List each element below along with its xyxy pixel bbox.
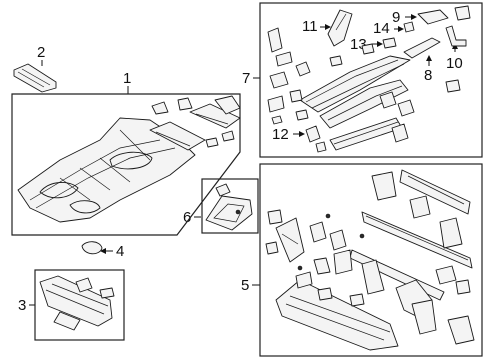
callout-6: 6 — [183, 209, 191, 226]
part-3-member — [39, 275, 115, 331]
callout-12: 12 — [272, 126, 289, 143]
callout-9: 9 — [392, 9, 400, 26]
callout-14: 14 — [373, 20, 390, 37]
callout-4: 4 — [116, 243, 124, 260]
part-2-rail — [13, 63, 57, 93]
callout-5: 5 — [241, 277, 249, 294]
callout-11: 11 — [302, 18, 318, 35]
group-7-parts — [267, 5, 471, 153]
group-7-frame — [259, 2, 483, 158]
callout-3: 3 — [18, 297, 26, 314]
part-1-floor-pan — [17, 95, 241, 223]
group-1-frame — [11, 93, 241, 236]
callout-1: 1 — [123, 70, 131, 87]
callout-7: 7 — [242, 70, 250, 87]
part-6-bracket — [205, 183, 253, 231]
group-6-frame — [201, 178, 259, 234]
group-3-frame — [34, 269, 125, 341]
callout-10: 10 — [446, 55, 463, 72]
part-4-plug — [81, 241, 103, 255]
group-5-frame — [259, 163, 483, 357]
group-5-parts — [265, 169, 475, 351]
callout-8: 8 — [424, 67, 432, 84]
callout-2: 2 — [37, 44, 45, 61]
